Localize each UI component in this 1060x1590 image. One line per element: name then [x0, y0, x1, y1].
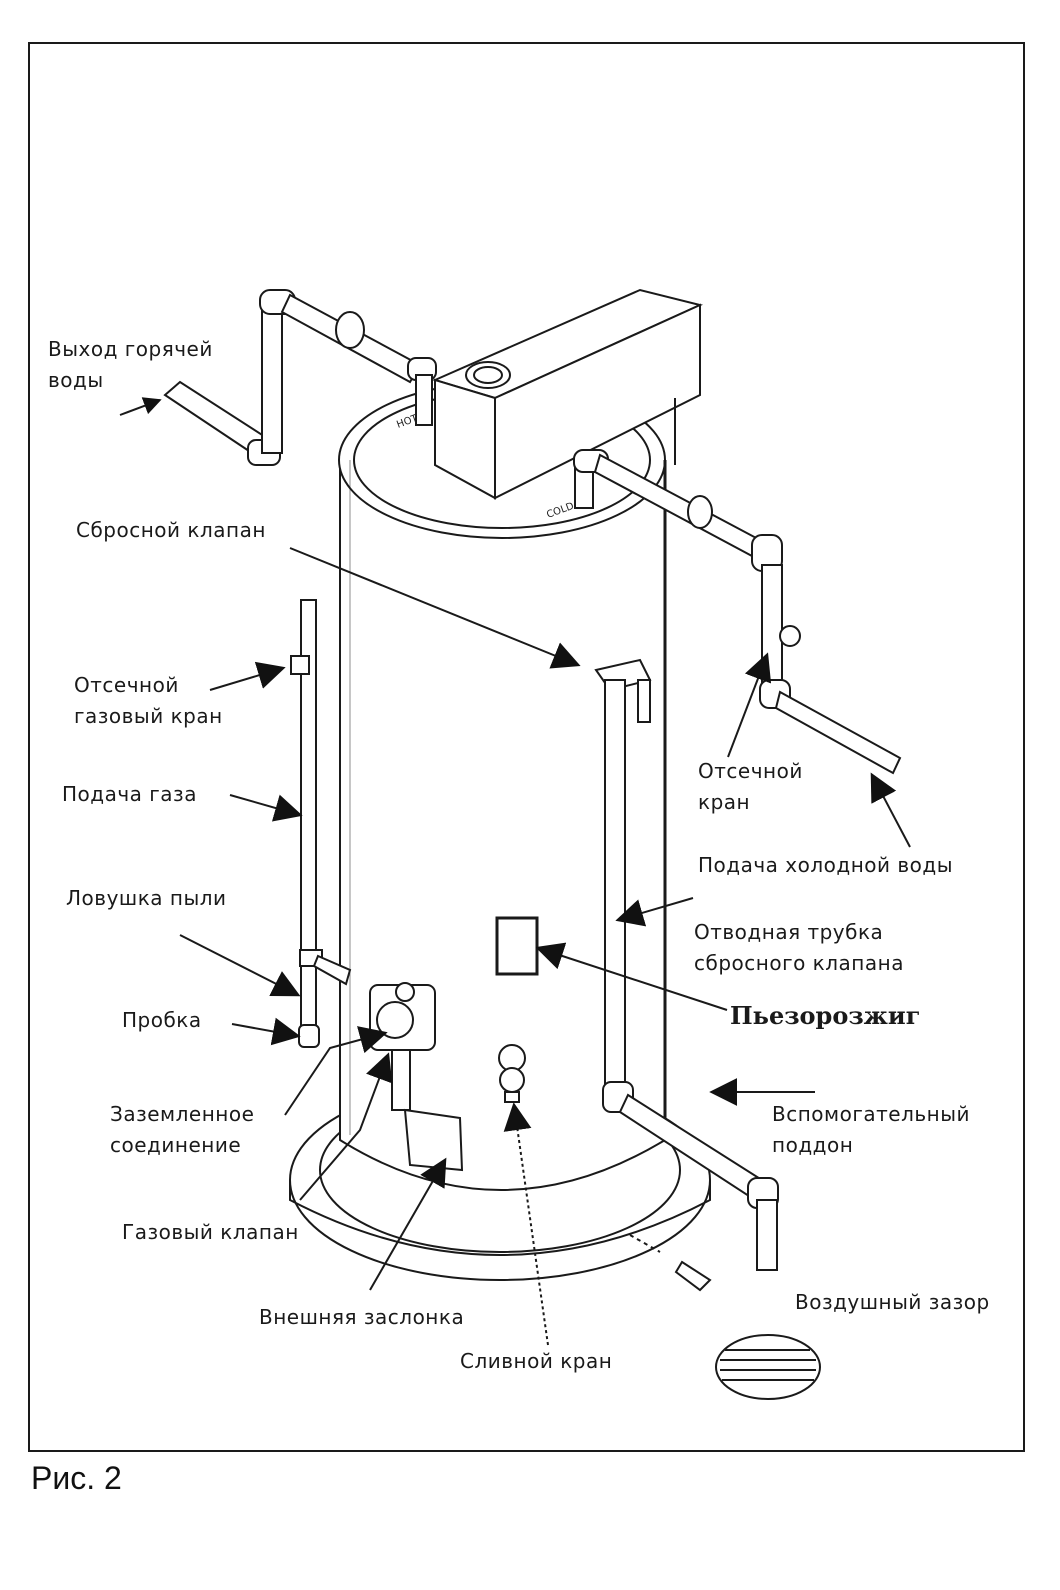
- label-ground-connection: Заземленное соединение: [110, 1102, 255, 1157]
- label-relief-valve: Сбросной клапан: [76, 518, 266, 542]
- leader-arrows: [119, 397, 911, 1346]
- label-piezo-igniter: Пьезорозжиг: [730, 1001, 921, 1030]
- floor-drain: [715, 1334, 821, 1400]
- relief-valve-assembly: [594, 658, 779, 1271]
- figure-caption: Рис. 2: [31, 1460, 122, 1496]
- drain-valve: [498, 1044, 526, 1103]
- label-relief-discharge-pipe: Отводная трубка сбросного клапана: [694, 920, 904, 975]
- label-hot-water-outlet: Выход горячей воды: [48, 337, 213, 392]
- label-gas-shutoff-valve: Отсечной газовый кран: [74, 673, 223, 728]
- piezo-igniter-box: [495, 916, 539, 976]
- label-shutoff-valve: Отсечной кран: [698, 759, 803, 814]
- label-gas-valve: Газовый клапан: [122, 1220, 299, 1244]
- label-gas-supply: Подача газа: [62, 782, 197, 806]
- flue-hood: [432, 288, 704, 500]
- label-air-gap: Воздушный зазор: [795, 1290, 990, 1314]
- figure-frame: [28, 42, 1025, 1452]
- hot-water-pipe: [163, 289, 437, 466]
- label-plug: Пробка: [122, 1008, 202, 1032]
- label-drain-valve: Сливной кран: [460, 1349, 613, 1373]
- label-dirt-trap: Ловушка пыли: [66, 886, 227, 910]
- label-auxiliary-pan: Вспомогательный поддон: [772, 1102, 971, 1157]
- label-outer-damper: Внешняя заслонка: [259, 1305, 465, 1329]
- gas-supply-line: [290, 599, 352, 1048]
- label-cold-water-supply: Подача холодной воды: [698, 853, 954, 877]
